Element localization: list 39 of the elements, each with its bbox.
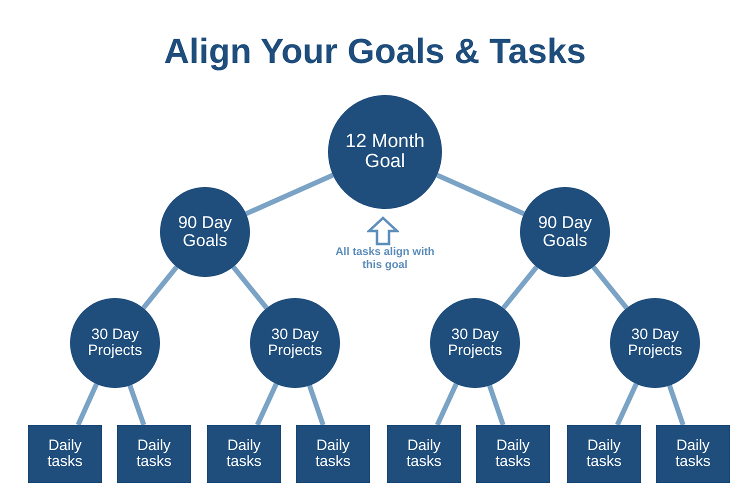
connector-line xyxy=(141,265,179,310)
connector-line xyxy=(255,382,278,426)
connector-line xyxy=(128,384,146,426)
node-label: Daily tasks xyxy=(585,438,622,470)
note-text: All tasks align with this goal xyxy=(334,246,436,272)
node-label: Daily tasks xyxy=(135,438,172,470)
task-box xyxy=(567,425,641,483)
node-label: Daily tasks xyxy=(314,438,352,470)
node-label: Daily tasks xyxy=(494,438,532,470)
connector-line xyxy=(245,172,334,216)
task-box xyxy=(476,425,550,483)
connector-line xyxy=(667,384,686,426)
connector-line xyxy=(436,172,525,216)
node-label: Daily tasks xyxy=(405,438,442,470)
task-box xyxy=(296,425,370,483)
node-label: Daily tasks xyxy=(674,438,712,470)
connector-line xyxy=(487,384,506,426)
connector-line xyxy=(307,384,326,426)
node-label: Daily tasks xyxy=(225,438,262,470)
connector-line xyxy=(435,382,458,426)
node-label: 30 Day Projects xyxy=(446,327,504,359)
task-box xyxy=(28,425,102,483)
node-label: 90 Day Goals xyxy=(537,214,593,250)
connector-line xyxy=(615,382,638,426)
node-label: 90 Day Goals xyxy=(177,214,233,250)
task-box xyxy=(207,425,281,483)
node-label: 30 Day Projects xyxy=(86,327,144,359)
task-box xyxy=(387,425,461,483)
connector-line xyxy=(76,383,99,426)
title: Align Your Goals & Tasks xyxy=(162,32,588,72)
task-box xyxy=(117,425,191,483)
node-label: 30 Day Projects xyxy=(266,327,324,359)
node-label: Daily tasks xyxy=(46,438,84,470)
task-box xyxy=(656,425,730,483)
node-label: 30 Day Projects xyxy=(626,327,684,359)
connector-line xyxy=(231,265,269,310)
connector-line xyxy=(591,265,629,310)
node-label: 12 Month Goal xyxy=(344,132,426,172)
connector-line xyxy=(501,265,539,310)
